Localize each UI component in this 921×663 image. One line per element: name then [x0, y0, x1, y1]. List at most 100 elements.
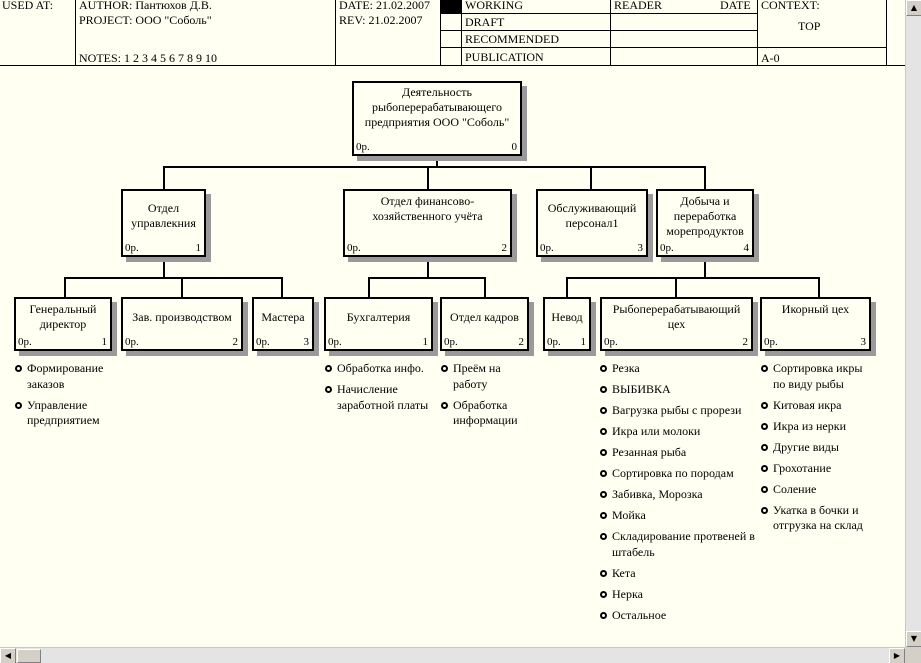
box-title: Икорный цех — [781, 302, 850, 316]
bullet-icon — [600, 365, 607, 372]
activity-box-hr[interactable]: Отдел кадров 0р. 2 — [440, 297, 529, 351]
list-item: Нерка — [600, 587, 760, 603]
list-item: Укатка в бочки и отгрузка на склад — [761, 503, 876, 534]
box-title: Невод — [551, 310, 583, 324]
box-cost: 0р. — [540, 242, 554, 254]
box-number: 3 — [637, 242, 644, 254]
list-item-text: Начисление заработной платы — [337, 382, 429, 412]
bullet-icon — [761, 365, 768, 372]
connector — [436, 155, 438, 167]
bullet-icon — [600, 470, 607, 477]
box-number: 1 — [580, 336, 587, 348]
list-item-text: Другие виды — [773, 439, 839, 454]
box-number: 1 — [195, 242, 202, 254]
activity-box-finance[interactable]: Отдел финансово-хозяйственного учёта 0р.… — [343, 189, 512, 257]
bullet-icon — [600, 533, 607, 540]
box-cost: 0р. — [125, 336, 139, 348]
list-item: Сортировка по породам — [600, 466, 760, 482]
reader-label: READER — [614, 0, 662, 12]
list-item-text: Икра из нерки — [773, 418, 846, 433]
status-working: WORKING — [465, 0, 523, 12]
list-item: Икра или молоки — [600, 424, 760, 440]
status-publication: PUBLICATION — [465, 50, 544, 64]
list-item: Вагрузка рыбы с прорези — [600, 403, 760, 419]
bullet-icon — [761, 506, 768, 514]
node-label: A-0 — [761, 51, 780, 65]
date-label: DATE: 21.02.2007 — [339, 0, 430, 12]
box-cost: 0р. — [444, 336, 458, 348]
scrollbar-corner — [905, 647, 921, 663]
bullet-icon — [761, 464, 768, 472]
context-value: TOP — [798, 19, 821, 33]
activity-box-root[interactable]: Деятельность рыбоперерабатывающего предп… — [352, 81, 522, 156]
connector — [566, 277, 819, 279]
bullet-icon — [600, 449, 607, 456]
list-item: Китовая икра — [761, 398, 876, 414]
status-recommended: RECOMMENDED — [465, 32, 560, 46]
list-item: Обработка инфо. — [325, 361, 437, 377]
horizontal-scrollbar[interactable]: ◀ ▶ — [0, 647, 905, 663]
activity-box-staff[interactable]: Обслуживающий персонал1 0р. 3 — [536, 189, 648, 257]
bullet-icon — [761, 401, 768, 409]
box-title: Обслуживающий персонал1 — [547, 201, 637, 230]
box-number: 3 — [860, 336, 867, 348]
bullet-icon — [761, 443, 768, 451]
bullet-icon — [15, 401, 22, 409]
list-item-text: Сортировка по породам — [612, 466, 734, 480]
accounting-list: Обработка инфо. Начисление заработной пла… — [325, 361, 437, 419]
bullet-icon — [600, 512, 607, 519]
activity-box-management[interactable]: Отдел управлекния 0р. 1 — [121, 189, 206, 257]
box-cost: 0р. — [356, 141, 370, 153]
rev-label: REV: 21.02.2007 — [339, 13, 423, 27]
working-marker — [441, 0, 461, 13]
box-number: 4 — [743, 242, 750, 254]
connector — [281, 277, 283, 298]
connector — [818, 277, 820, 298]
list-item: Икра из нерки — [761, 419, 876, 435]
list-item: Преём на работу — [441, 361, 536, 392]
bullet-icon — [441, 365, 448, 372]
activity-box-seafood[interactable]: Добыча и переработка морепродуктов 0р. 4 — [656, 189, 754, 257]
connector — [566, 277, 568, 298]
box-number: 2 — [518, 336, 525, 348]
bullet-icon — [600, 491, 607, 498]
scroll-up-button[interactable]: ▲ — [906, 0, 921, 16]
list-item-text: Резанная рыба — [612, 445, 687, 459]
used-at-label: USED AT: — [2, 0, 54, 12]
list-item-text: Сортировка икры по виду рыбы — [773, 361, 863, 391]
vertical-scrollbar[interactable]: ▲ ▼ — [905, 0, 921, 647]
scroll-right-button[interactable]: ▶ — [889, 648, 905, 663]
activity-box-production-head[interactable]: Зав. производством 0р. 2 — [121, 297, 243, 351]
activity-box-fish-shop[interactable]: Рыбоперерабатывающий цех 0р. 2 — [600, 297, 753, 351]
scroll-down-button[interactable]: ▼ — [906, 631, 921, 647]
box-title: Бухгалтерия — [346, 310, 411, 324]
list-item-text: Преём на работу — [453, 361, 501, 391]
activity-box-general-director[interactable]: Генеральный директор 0р. 1 — [14, 297, 112, 351]
box-title: Деятельность рыбоперерабатывающего предп… — [364, 85, 510, 129]
connector — [163, 166, 706, 168]
bullet-icon — [325, 365, 332, 372]
list-item-text: Формирование заказов — [27, 361, 104, 391]
activity-box-foremen[interactable]: Мастера 0р. 3 — [252, 297, 314, 351]
activity-box-seine[interactable]: Невод 0р. 1 — [543, 297, 591, 351]
activity-box-accounting[interactable]: Бухгалтерия 0р. 1 — [324, 297, 433, 351]
bullet-icon — [600, 569, 607, 577]
box-cost: 0р. — [547, 336, 561, 348]
list-item: Обработка информации — [441, 398, 536, 429]
scroll-left-button[interactable]: ◀ — [0, 648, 16, 663]
connector — [675, 277, 677, 298]
box-number: 3 — [303, 336, 310, 348]
scroll-thumb[interactable] — [17, 649, 41, 663]
list-item-text: Резка — [612, 361, 640, 375]
connector — [181, 277, 183, 298]
box-number: 2 — [232, 336, 239, 348]
connector — [484, 277, 486, 298]
box-cost: 0р. — [18, 336, 32, 348]
activity-box-caviar-shop[interactable]: Икорный цех 0р. 3 — [760, 297, 871, 351]
list-item-text: Соление — [773, 481, 817, 496]
list-item: Управление предприятием — [15, 398, 120, 429]
connector — [704, 257, 706, 279]
